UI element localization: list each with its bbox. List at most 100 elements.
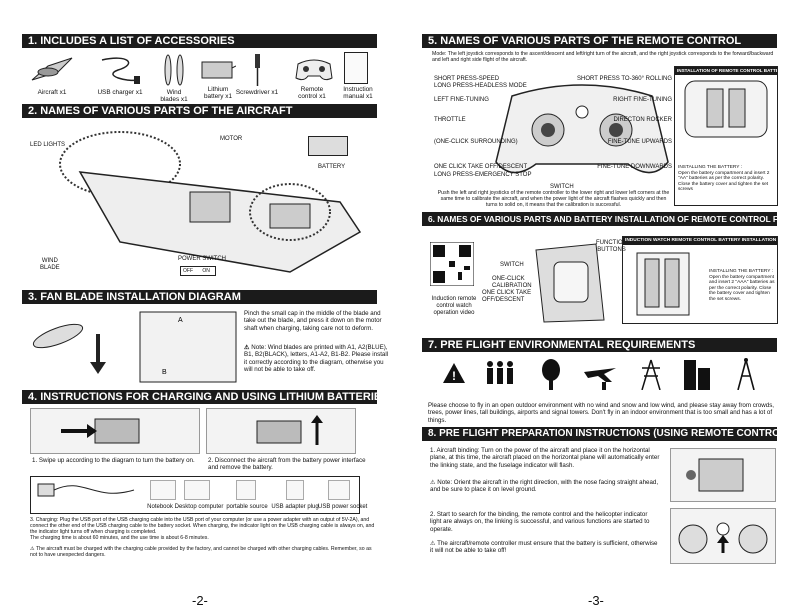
crowd-icon [487, 361, 513, 384]
device-label: Notebook [147, 504, 173, 510]
fine-tune-downwards-label: FINE-TUNE DOWNWARDS [597, 164, 672, 170]
watch-battery-title: INDUCTION WATCH REMOTE CONTROL BATTERY I… [623, 237, 777, 245]
short-press-speed-label: SHORT PRESS-SPEED [434, 76, 500, 82]
charging-step-3-text: 3. Charging: Plug the USB port of the US… [30, 517, 375, 535]
binding-note-2: ⚠ The aircraft/remote controller must en… [430, 540, 660, 555]
screwdriver-icon [255, 54, 260, 86]
battery-remove-image [206, 408, 356, 454]
page-number: -3- [588, 593, 604, 608]
induction-watch-diagram [535, 243, 605, 323]
arrow-right-icon [61, 418, 140, 444]
watch-battery-box: INDUCTION WATCH REMOTE CONTROL BATTERY I… [622, 236, 778, 324]
binding-note-2-text: The aircraft/remote controller must ensu… [430, 540, 658, 555]
power-switch-graphic: OFF ON [180, 266, 216, 276]
led-lights-label: LED LIGHTS [30, 142, 66, 148]
accessory-label: Screwdriver x1 [235, 89, 279, 96]
power-switch-label: POWER SWITCH [178, 256, 226, 262]
battery-illustration [308, 136, 348, 156]
accessory-label: Aircraft x1 [37, 89, 67, 96]
on-label: ON [202, 268, 210, 274]
svg-text:A: A [178, 317, 183, 324]
device-label: Desktop computer [174, 504, 224, 510]
manual-icon [344, 52, 368, 84]
svg-text:B: B [162, 369, 167, 376]
section-1-header: 1. INCLUDES A LIST OF ACCESSORIES [22, 34, 377, 48]
charging-step-1: 1. Swipe up according to the diagram to … [32, 457, 195, 464]
arrow-up-icon [256, 415, 323, 445]
one-click-surrounding-label: (ONE-CLICK SURROUNDING) [434, 139, 518, 145]
device-label: USB adapter plug [271, 504, 319, 510]
environment-text: Please choose to fly in an open outdoor … [428, 402, 775, 424]
fan-blade-note-text: Note: Wind blades are printed with A1, A… [244, 344, 389, 374]
portable-source-icon [236, 480, 256, 500]
binding-step-1: 1. Aircraft binding: Turn on the power o… [430, 447, 660, 469]
emergency-stop-label: LONG PRESS-EMERGENCY STOP [434, 172, 532, 178]
fan-blade-note: ⚠ Note: Wind blades are printed with A1,… [244, 344, 389, 374]
throttle-label: THROTTLE [434, 117, 466, 123]
takeoff-descent-label: ONE CLICK TAKE OFF/DESCENT [434, 164, 528, 170]
warning-triangle-icon: ! [443, 363, 465, 383]
warning-icon: ⚠ [430, 479, 438, 486]
accessory-label: Wind blades x1 [160, 89, 188, 103]
qr-caption: Induction remote control watch operation… [431, 296, 477, 316]
section-4-header: 4. INSTRUCTIONS FOR CHARGING AND USING L… [22, 390, 377, 404]
section-8-header: 8. PRE FLIGHT PREPARATION INSTRUCTIONS (… [422, 427, 777, 441]
direction-rocker-label: DIRECTON ROCKER [613, 117, 672, 123]
power-button-icon [678, 522, 768, 554]
fan-blade-diagram: A B [32, 311, 237, 383]
usb-socket-icon [328, 480, 350, 500]
battery-compartment-diagram [684, 80, 768, 138]
remote-binding-image [670, 508, 776, 564]
charging-devices-panel [30, 476, 360, 514]
accessory-label: Lithium battery x1 [203, 86, 233, 100]
right-fine-tuning-label: RIGHT FINE-TUNING [613, 97, 672, 103]
remote-battery-text: INSTALLING THE BATTERY : Open the batter… [678, 165, 770, 193]
wind-blade-label: WIND BLADE [40, 258, 60, 271]
blades-icon [164, 54, 184, 86]
svg-text:!: ! [452, 369, 456, 383]
motor-label: MOTOR [220, 136, 243, 142]
watch-function-label: FUNCTION BUTTONS [596, 240, 627, 253]
battery-icon [201, 61, 236, 79]
battery-label: BATTERY [318, 164, 346, 170]
watch-takeoff-label: ONE CLICK TAKE OFF/DESCENT [482, 290, 532, 303]
page-2: 1. INCLUDES A LIST OF ACCESSORIES Aircra… [22, 34, 389, 608]
off-label: OFF [183, 268, 193, 274]
notebook-icon [150, 480, 176, 500]
headless-mode-label: LONG PRESS-HEADLESS MODE [434, 83, 527, 89]
usb-cable-icon [101, 57, 140, 84]
switch-label: SWITCH [550, 184, 574, 190]
watch-battery-text: INSTALLING THE BATTERY : Open the batter… [709, 269, 775, 302]
section-5-header: 5. NAMES OF VARIOUS PARTS OF THE REMOTE … [422, 34, 777, 48]
charger-cable-icon [37, 483, 135, 497]
accessory-label: Instruction manual x1 [343, 86, 373, 100]
desktop-computer-icon [184, 480, 210, 500]
airport-icon [584, 368, 616, 390]
remote-control-icon [295, 59, 333, 81]
charging-warning-text: The aircraft must be charged with the ch… [30, 546, 372, 558]
binding-note-1-text: Note: Orient the aircraft in the right d… [430, 479, 659, 494]
fan-blade-instructions: Pinch the small cap in the middle of the… [244, 310, 382, 332]
usb-adapter-icon [286, 480, 304, 500]
charging-time-text: The charging time is about 60 minutes, a… [30, 535, 209, 541]
rolling-label: SHORT PRESS TO-360° ROLLING [577, 76, 672, 82]
fine-tune-upwards-label: FINE-TUNE UPWARDS [607, 139, 672, 145]
warning-icon: ⚠ [244, 344, 252, 351]
section-3-header: 3. FAN BLADE INSTALLATION DIAGRAM [22, 290, 377, 304]
page-number: -2- [192, 593, 208, 608]
aircraft-parts-diagram [59, 131, 362, 273]
accessory-label: Remote control x1 [298, 86, 326, 100]
tree-icon [542, 359, 560, 390]
battery-swipe-image [30, 408, 200, 454]
buildings-icon [684, 360, 710, 390]
watch-calibration-label: ONE-CLICK CALIBRATION [492, 276, 532, 289]
power-lines-icon [641, 359, 661, 390]
device-label: portable source [226, 504, 268, 510]
accessory-label: USB charger x1 [97, 89, 143, 96]
section-2-header: 2. NAMES OF VARIOUS PARTS OF THE AIRCRAF… [22, 104, 377, 118]
aircraft-image [31, 57, 73, 81]
remote-battery-box: INSTALLATION OF REMOTE CONTROL BATTERY I… [674, 66, 778, 206]
section-6-header: 6. NAMES OF VARIOUS PARTS AND BATTERY IN… [422, 212, 777, 226]
calibration-caption: Push the left and right joysticks of the… [437, 190, 670, 208]
charging-step-3: 3. Charging: Plug the USB port of the US… [30, 517, 375, 541]
